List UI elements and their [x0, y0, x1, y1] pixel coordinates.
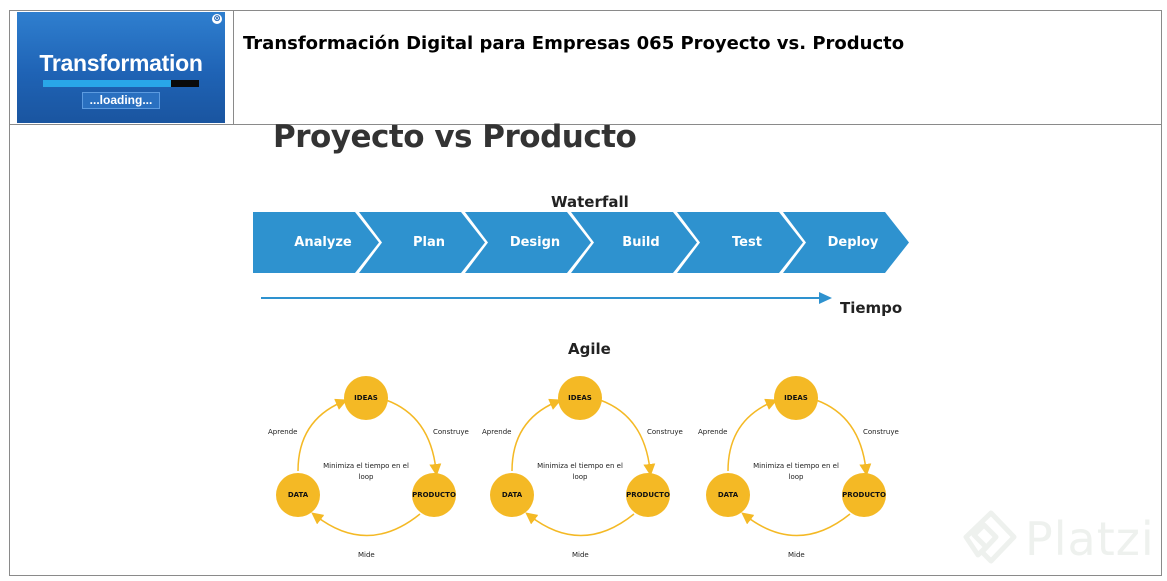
cycle-arrows: [727, 398, 872, 537]
data-node: DATA: [276, 473, 320, 517]
mide-label: Mide: [572, 551, 589, 559]
ideas-node: IDEAS: [774, 376, 818, 420]
ideas-node: IDEAS: [558, 376, 602, 420]
agile-cycle: IDEAS DATA PRODUCTO Aprende Construye Mi…: [260, 366, 470, 566]
column-divider: [233, 11, 234, 124]
data-node: DATA: [490, 473, 534, 517]
course-thumbnail: ⊗ Transformation ...loading...: [17, 12, 225, 123]
data-node: DATA: [706, 473, 750, 517]
waterfall-step-label: Deploy: [827, 235, 879, 250]
platzi-watermark: Platzi: [1025, 512, 1155, 566]
agile-cycle: IDEAS DATA PRODUCTO Aprende Construye Mi…: [690, 366, 900, 566]
row-divider: [10, 124, 1161, 125]
waterfall-step-analyze: Analyze: [253, 212, 379, 273]
waterfall-step-label: Test: [732, 235, 762, 250]
waterfall-step-label: Plan: [412, 235, 445, 250]
aprende-label: Aprende: [698, 428, 728, 436]
producto-node: PRODUCTO: [412, 473, 456, 517]
waterfall-step-label: Design: [509, 235, 561, 250]
timeline-label: Tiempo: [840, 299, 903, 317]
cycle-center-text: Minimiza el tiempo en el loop: [323, 462, 409, 481]
mide-label: Mide: [358, 551, 375, 559]
close-icon: ⊗: [212, 14, 222, 24]
cycle-arrows: [297, 398, 442, 537]
cycle-arrows: [511, 398, 656, 537]
waterfall-label: Waterfall: [551, 193, 629, 211]
agile-label: Agile: [568, 340, 611, 358]
slide-title: Proyecto vs Producto: [273, 119, 637, 155]
platzi-logo-icon: [963, 510, 1017, 564]
aprende-label: Aprende: [482, 428, 512, 436]
cycle-center-text: Minimiza el tiempo en el loop: [753, 462, 839, 481]
producto-node: PRODUCTO: [842, 473, 886, 517]
ideas-node: IDEAS: [344, 376, 388, 420]
aprende-label: Aprende: [268, 428, 298, 436]
thumbnail-title: Transformation: [39, 50, 203, 76]
loading-label: ...loading...: [82, 92, 160, 109]
timeline-arrow-line: [261, 297, 821, 299]
document-table: ⊗ Transformation ...loading... Transform…: [9, 10, 1162, 576]
construye-label: Construye: [433, 428, 469, 436]
mide-label: Mide: [788, 551, 805, 559]
arrow-right-icon: [819, 292, 832, 304]
loading-progress-bar: [43, 80, 199, 87]
producto-node: PRODUCTO: [626, 473, 670, 517]
agile-cycle: IDEAS DATA PRODUCTO Aprende Construye Mi…: [474, 366, 684, 566]
construye-label: Construye: [863, 428, 899, 436]
document-heading: Transformación Digital para Empresas 065…: [243, 33, 905, 54]
loading-progress-fill: [43, 80, 171, 87]
construye-label: Construye: [647, 428, 683, 436]
waterfall-step-label: Build: [622, 235, 660, 250]
waterfall-step-label: Analyze: [294, 235, 352, 250]
cycle-center-text: Minimiza el tiempo en el loop: [537, 462, 623, 481]
